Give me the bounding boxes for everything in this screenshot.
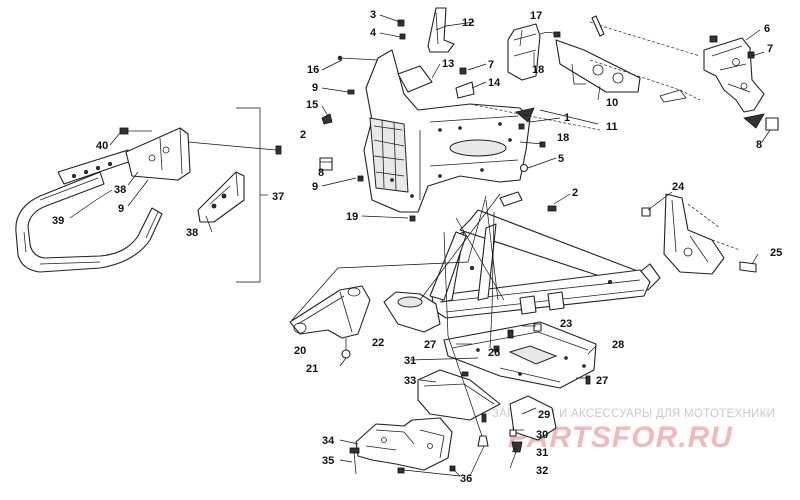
- callout-17: 17: [530, 10, 542, 22]
- callout-35: 35: [322, 455, 334, 467]
- arrow-marker-icon: [743, 113, 765, 129]
- air-deflector: [397, 65, 433, 93]
- grommet: [319, 157, 333, 171]
- callout-32: 32: [536, 465, 548, 477]
- callout-6: 6: [764, 23, 770, 35]
- callout-9: 9: [118, 203, 124, 215]
- callout-7-right: 7: [767, 43, 773, 55]
- lower-shields: [349, 369, 557, 475]
- callout-13: 13: [442, 58, 454, 70]
- callout-30: 30: [536, 429, 548, 441]
- bumper-bracket-lower: [197, 171, 245, 223]
- callout-5: 5: [558, 153, 564, 165]
- callout-31-lower: 31: [536, 447, 548, 459]
- callout-31: 31: [404, 355, 416, 367]
- callout-2: 2: [300, 129, 306, 141]
- bumper-assembly: [15, 107, 282, 283]
- callout-38-lower: 38: [186, 227, 198, 239]
- pin-icon: [339, 57, 379, 61]
- bolt-icon: [119, 127, 129, 135]
- skid-plate: [443, 321, 597, 389]
- callout-27: 27: [424, 339, 436, 351]
- callout-9-top: 9: [312, 82, 318, 94]
- callout-34: 34: [322, 435, 335, 447]
- callout-21: 21: [306, 363, 318, 375]
- callout-33: 33: [404, 375, 416, 387]
- right-bracket-assembly: [469, 15, 779, 131]
- electrical-cover: [507, 23, 541, 81]
- callout-38: 38: [114, 184, 126, 196]
- screw-icon: [397, 19, 405, 27]
- callout-9-mid: 9: [312, 181, 318, 193]
- clip-icon: [275, 145, 282, 155]
- grommet: [765, 117, 779, 131]
- nut-icon: [641, 207, 651, 217]
- callout-25: 25: [770, 247, 782, 259]
- lower-shield-33: [417, 369, 501, 421]
- callout-28: 28: [612, 339, 624, 351]
- headlight-plate: [555, 39, 641, 93]
- small-bracket: [455, 81, 475, 99]
- callout-12: 12: [462, 17, 474, 29]
- callout-18: 18: [532, 64, 544, 76]
- steering-bracket: [703, 37, 765, 113]
- callout-16: 16: [307, 64, 319, 76]
- callout-36: 36: [460, 473, 472, 485]
- bolt-icon: [353, 451, 357, 475]
- watermark-text: ЗАПЧАСТИ И АКСЕССУАРЫ ДЛЯ МОТОТЕХНИКИ: [492, 408, 775, 420]
- rear-frame-corner: [641, 193, 757, 275]
- leader-lines: [69, 14, 771, 477]
- callout-19: 19: [346, 211, 358, 223]
- callout-8-right: 8: [756, 139, 762, 151]
- callout-26: 26: [488, 347, 500, 359]
- callout-3: 3: [370, 9, 376, 21]
- callout-10: 10: [606, 97, 618, 109]
- callout-labels: 2 40 38 9 39 38 37 3 4 12 16 13 9 7 14 1…: [52, 9, 782, 485]
- bolt-icon: [739, 261, 757, 273]
- nose-cap: [427, 7, 455, 53]
- callout-4: 4: [370, 27, 377, 39]
- callout-8: 8: [318, 167, 324, 179]
- callout-11: 11: [606, 121, 618, 133]
- callout-27-right: 27: [596, 375, 608, 387]
- callout-1: 1: [564, 112, 570, 124]
- spindle-bracket: [289, 285, 371, 359]
- callout-18-mid: 18: [557, 132, 569, 144]
- front-chassis: [319, 7, 641, 222]
- callout-23: 23: [560, 318, 572, 330]
- callout-2-mid: 2: [572, 187, 578, 199]
- bumper-bracket-upper: [125, 127, 191, 181]
- mount-bracket-34: [355, 417, 453, 471]
- callout-22: 22: [372, 337, 384, 349]
- callout-24: 24: [672, 181, 685, 193]
- callout-39: 39: [52, 215, 64, 227]
- callout-37: 37: [272, 191, 284, 203]
- strut-rod: [591, 15, 605, 37]
- callout-15: 15: [306, 99, 318, 111]
- main-frame: [383, 191, 661, 333]
- bumper-bar: [15, 171, 163, 273]
- callout-7: 7: [488, 59, 494, 71]
- callout-40: 40: [96, 140, 108, 152]
- callout-20: 20: [294, 345, 306, 357]
- callout-29: 29: [538, 409, 550, 421]
- callout-14: 14: [488, 77, 501, 89]
